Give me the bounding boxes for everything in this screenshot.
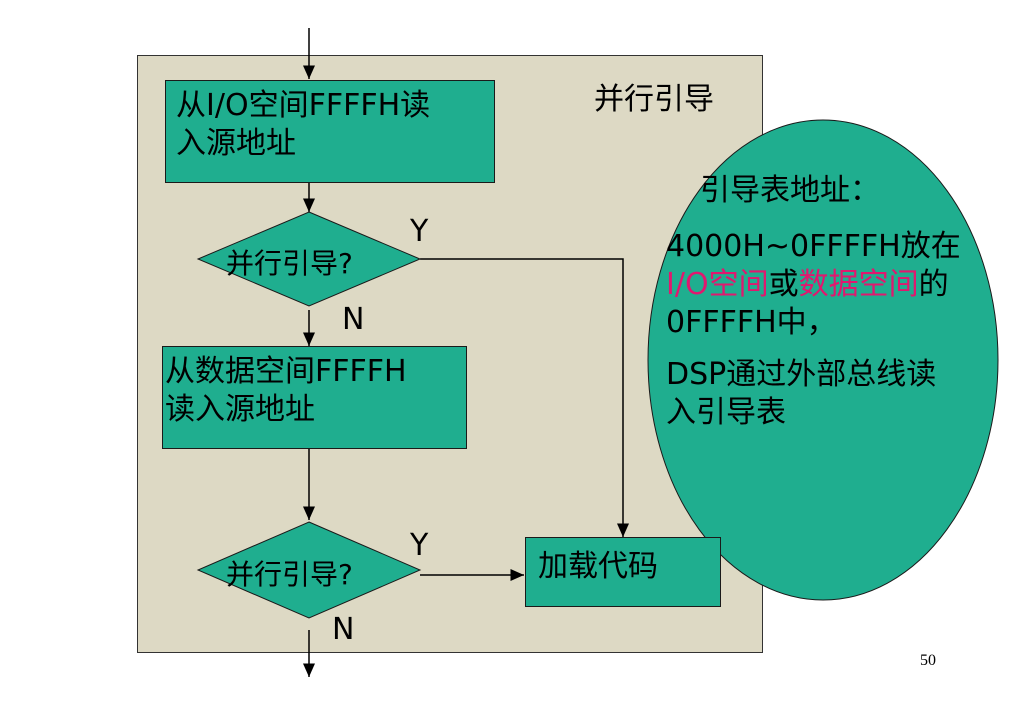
load-code-box: 加载代码 [525, 537, 721, 607]
note-io-space: I/O空间 [666, 267, 769, 302]
decision1-label: 并行引导? [226, 247, 353, 280]
box1-line1: 从I/O空间FFFFH读 [176, 88, 431, 123]
decision2-no-label: N [332, 612, 355, 647]
note-or: 或 [768, 267, 799, 302]
read-data-source-box: 从数据空间FFFFH 读入源地址 [162, 346, 467, 449]
decision2-yes-label: Y [410, 528, 429, 563]
decision2-diamond [196, 521, 422, 619]
note-p1-c: 0FFFFH中， [666, 305, 837, 340]
read-io-source-box: 从I/O空间FFFFH读 入源地址 [165, 80, 495, 183]
decision1-no-label: N [342, 302, 365, 337]
box2-line1: 从数据空间FFFFH [165, 354, 407, 389]
box1-line2: 入源地址 [176, 126, 296, 161]
note-ellipse [647, 119, 999, 601]
note-p2-b: 入引导表 [666, 395, 786, 430]
note-heading: 引导表地址： [700, 173, 880, 208]
decision2-label: 并行引导? [226, 558, 353, 591]
note-paragraph-2: DSP通过外部总线读 入引导表 [666, 356, 1016, 432]
box2-line2: 读入源地址 [165, 392, 315, 427]
note-p2-a: DSP通过外部总线读 [666, 357, 937, 392]
decision1-diamond [196, 211, 422, 307]
decision1-yes-label: Y [410, 214, 429, 249]
panel-title: 并行引导 [594, 82, 714, 117]
note-data-space: 数据空间 [798, 267, 919, 302]
page-number: 50 [920, 652, 936, 669]
note-paragraph-1: 4000H~0FFFFH放在 I/O空间或数据空间的 0FFFFH中， [666, 228, 1016, 342]
note-text: 引导表地址： 4000H~0FFFFH放在 I/O空间或数据空间的 0FFFFH… [666, 172, 1016, 432]
note-p1-a: 4000H~0FFFFH放在 [666, 229, 961, 264]
note-de: 的 [918, 267, 949, 302]
arrow-decision1-yes [420, 258, 629, 537]
